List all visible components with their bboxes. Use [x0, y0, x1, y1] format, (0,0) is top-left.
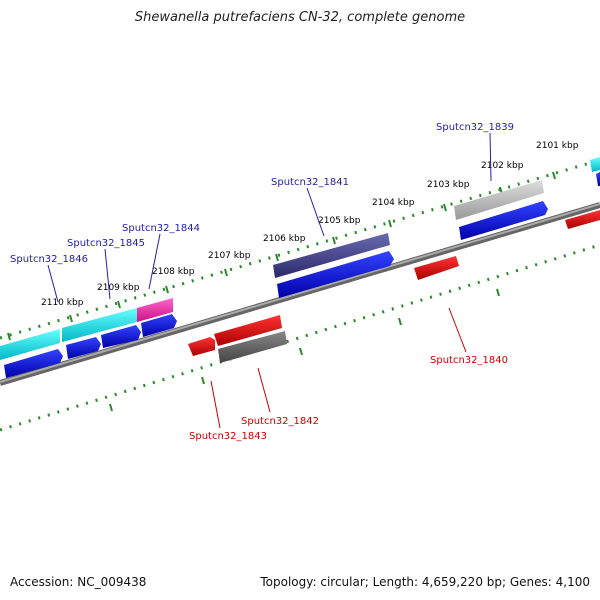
scale-label-2102: 2102 kbp: [481, 161, 524, 171]
forward-major-ticks: [7, 171, 556, 341]
map-title: Shewanella putrefaciens CN-32, complete …: [134, 10, 466, 25]
cds-sputcn32-1843[interactable]: [188, 337, 215, 356]
reverse-major-ticks: [109, 288, 500, 412]
cds-sputcn32-1839[interactable]: [459, 201, 548, 240]
feature-cyan-right[interactable]: [590, 157, 600, 172]
feature-dgray-1842[interactable]: [218, 331, 287, 363]
feature-gray-1839[interactable]: [454, 180, 544, 220]
cds-sputcn32-1845-a[interactable]: [66, 337, 101, 359]
scale-label-2101: 2101 kbp: [536, 141, 579, 151]
gene-label-1843[interactable]: Sputcn32_1843: [189, 431, 267, 442]
gene-label-1846[interactable]: Sputcn32_1846: [10, 254, 88, 265]
feature-slate-1841[interactable]: [273, 233, 390, 278]
feature-magenta[interactable]: [137, 298, 173, 322]
cds-sputcn32-1844[interactable]: [141, 314, 177, 337]
gene-label-1841[interactable]: Sputcn32_1841: [271, 177, 349, 188]
scale-label-2107: 2107 kbp: [208, 251, 251, 261]
genome-summary-label: Topology: circular; Length: 4,659,220 bp…: [260, 575, 590, 589]
feature-cyan-left-1[interactable]: [0, 329, 60, 360]
genome-backbone-highlight: [0, 203, 600, 383]
label-leaders: [47, 132, 492, 429]
scale-label-2104: 2104 kbp: [372, 198, 415, 208]
reverse-scale-track: [0, 243, 600, 432]
scale-label-2110: 2110 kbp: [41, 298, 84, 308]
gene-label-1845[interactable]: Sputcn32_1845: [67, 238, 145, 249]
feature-cyan-left-2[interactable]: [62, 308, 137, 342]
cds-sputcn32-1842[interactable]: [214, 315, 282, 346]
cds-sputcn32-1845-b[interactable]: [101, 325, 141, 348]
scale-label-2103: 2103 kbp: [427, 180, 470, 190]
scale-label-2108: 2108 kbp: [152, 267, 195, 277]
gene-label-1844[interactable]: Sputcn32_1844: [122, 223, 200, 234]
scale-label-2105: 2105 kbp: [318, 216, 361, 226]
scale-label-2106: 2106 kbp: [263, 234, 306, 244]
gene-label-1840[interactable]: Sputcn32_1840: [430, 355, 508, 366]
gene-label-1842[interactable]: Sputcn32_1842: [241, 416, 319, 427]
forward-cds-row: [4, 172, 600, 378]
cds-forward-right-edge[interactable]: [596, 172, 600, 186]
gene-label-1839[interactable]: Sputcn32_1839: [436, 122, 514, 133]
reverse-feature-row: [188, 210, 600, 363]
cds-sputcn32-1840[interactable]: [414, 256, 459, 280]
cds-sputcn32-1846[interactable]: [4, 349, 63, 378]
accession-label: Accession: NC_009438: [10, 575, 147, 589]
scale-label-2109: 2109 kbp: [97, 283, 140, 293]
cds-reverse-right-edge[interactable]: [565, 210, 600, 229]
cds-sputcn32-1841[interactable]: [277, 251, 394, 298]
upper-feature-row: [0, 157, 600, 360]
